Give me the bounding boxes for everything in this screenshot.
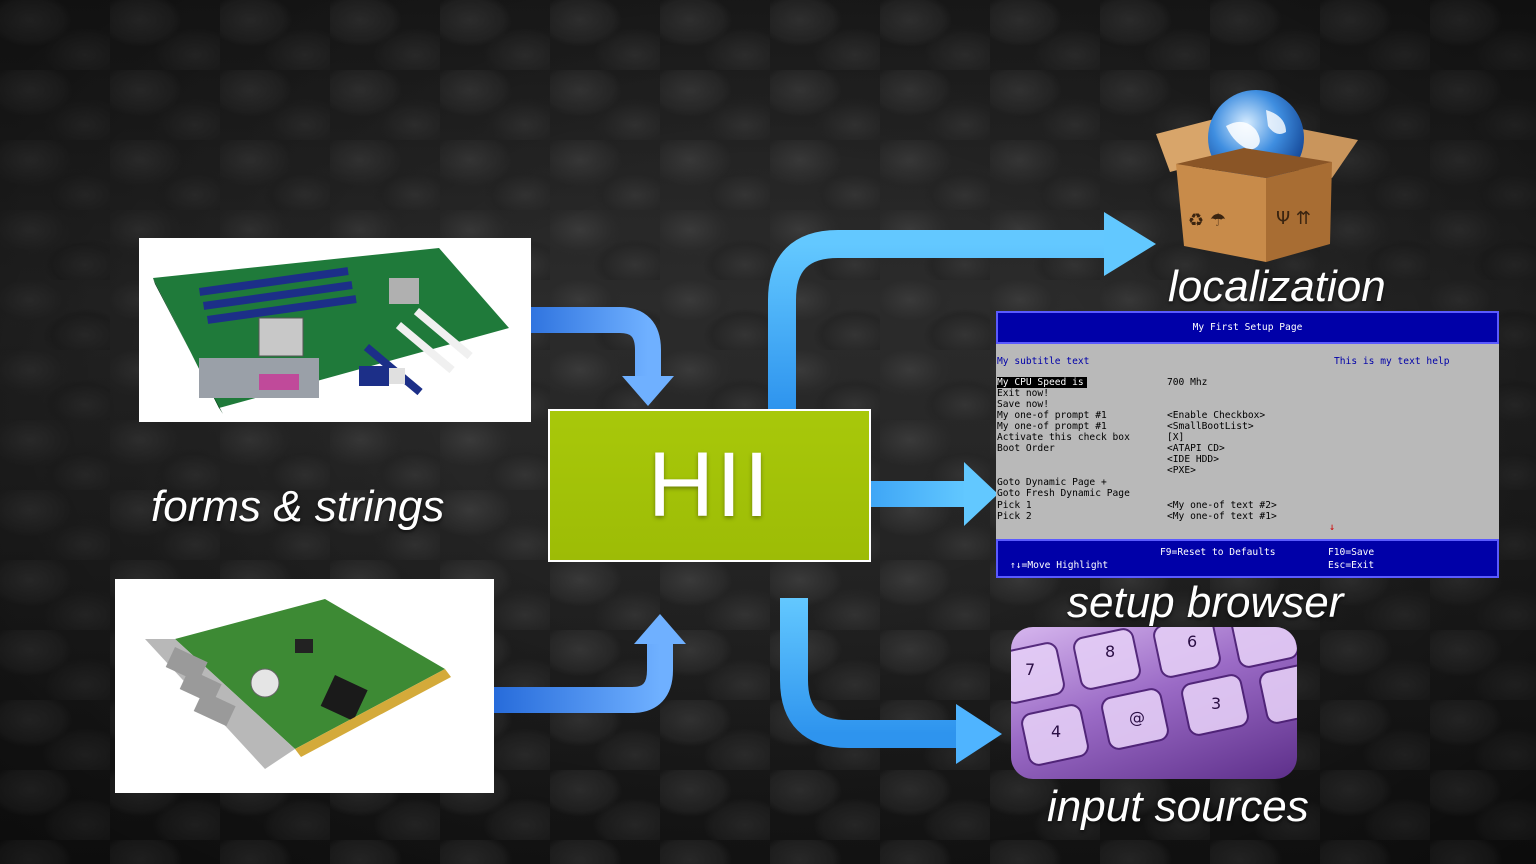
- setup-row-key: Exit now!: [997, 388, 1049, 399]
- svg-text:♻ ☂: ♻ ☂: [1188, 210, 1226, 231]
- setup-row-value: <My one-of text #1>: [1167, 511, 1277, 522]
- svg-text:4: 4: [1051, 722, 1061, 741]
- arrow-hii-to-input: [780, 598, 1002, 764]
- svg-text:8: 8: [1105, 642, 1115, 661]
- setup-row[interactable]: <IDE HDD>: [997, 454, 1219, 465]
- scroll-down-indicator: ↓: [1329, 522, 1336, 533]
- arrow-hii-to-localization: [768, 212, 1156, 409]
- arrow-hii-to-setup: [871, 462, 998, 526]
- setup-row-value: [X]: [1167, 432, 1185, 443]
- setup-row-key: Activate this check box: [997, 432, 1130, 443]
- svg-text:6: 6: [1187, 632, 1197, 651]
- arrow-motherboard-to-hii: [498, 307, 674, 406]
- setup-row[interactable]: My one-of prompt #1 <Enable Checkbox>: [997, 410, 1265, 421]
- localization-label: localization: [1168, 262, 1386, 311]
- setup-row-key: Save now!: [997, 399, 1049, 410]
- setup-help-text: This is my text help: [1334, 356, 1450, 367]
- setup-row[interactable]: Boot Order <ATAPI CD>: [997, 443, 1225, 454]
- setup-row[interactable]: Pick 2 <My one-of text #1>: [997, 511, 1277, 522]
- setup-row-key: My CPU Speed is: [997, 377, 1087, 388]
- setup-row[interactable]: Goto Fresh Dynamic Page: [997, 488, 1166, 499]
- svg-text:@: @: [1129, 708, 1145, 727]
- setup-row[interactable]: Goto Dynamic Page +: [997, 477, 1166, 488]
- setup-browser-label: setup browser: [1067, 578, 1344, 627]
- setup-row-key: Pick 2: [997, 511, 1032, 522]
- setup-subtitle: My subtitle text: [997, 356, 1090, 367]
- keyboard-image: 7 8 6 4 @3: [1011, 627, 1297, 779]
- setup-row[interactable]: Exit now!: [997, 388, 1166, 399]
- hii-box: HII: [548, 409, 871, 562]
- footer-move-hint: ↑↓=Move Highlight: [1010, 560, 1109, 571]
- svg-text:7: 7: [1025, 660, 1035, 679]
- setup-row-value: <My one-of text #2>: [1167, 500, 1277, 511]
- setup-footer: ↑↓=Move Highlight F9=Reset to Defaults F…: [996, 539, 1499, 578]
- setup-row-value: <Enable Checkbox>: [1167, 410, 1266, 421]
- setup-row[interactable]: Activate this check box [X]: [997, 432, 1184, 443]
- footer-reset-hint: F9=Reset to Defaults: [1160, 547, 1276, 558]
- setup-row-key: My one-of prompt #1: [997, 410, 1107, 421]
- motherboard-image: [139, 238, 531, 422]
- setup-row[interactable]: Pick 1 <My one-of text #2>: [997, 500, 1277, 511]
- setup-row-key: Goto Fresh Dynamic Page: [997, 488, 1130, 499]
- setup-row[interactable]: My CPU Speed is 700 Mhz: [997, 377, 1207, 388]
- pcie-card-image: [115, 579, 494, 793]
- setup-row-value: <PXE>: [1167, 465, 1196, 476]
- setup-row[interactable]: My one-of prompt #1 <SmallBootList>: [997, 421, 1254, 432]
- hii-label: HII: [647, 434, 772, 536]
- setup-row-value: 700 Mhz: [1167, 377, 1208, 388]
- setup-row[interactable]: <PXE>: [997, 465, 1196, 476]
- setup-title: My First Setup Page: [1192, 322, 1303, 333]
- arrow-pcie-to-hii: [474, 614, 686, 713]
- setup-row-value: <SmallBootList>: [1167, 421, 1254, 432]
- footer-exit-hint: Esc=Exit: [1328, 560, 1375, 571]
- footer-save-hint: F10=Save: [1328, 547, 1375, 558]
- setup-row-key: Goto Dynamic Page +: [997, 477, 1107, 488]
- setup-row-value: <IDE HDD>: [1167, 454, 1219, 465]
- setup-row-key: Pick 1: [997, 500, 1032, 511]
- forms-strings-label: forms & strings: [151, 482, 445, 531]
- setup-row[interactable]: Save now!: [997, 399, 1166, 410]
- svg-text:Ψ ⇈: Ψ ⇈: [1276, 208, 1311, 229]
- globe-box-icon: ♻ ☂ Ψ ⇈: [1126, 86, 1370, 266]
- svg-text:3: 3: [1211, 694, 1221, 713]
- setup-row-key: My one-of prompt #1: [997, 421, 1107, 432]
- input-sources-label: input sources: [1047, 782, 1309, 831]
- setup-row-value: <ATAPI CD>: [1167, 443, 1225, 454]
- setup-browser-screen: My First Setup Page My subtitle text Thi…: [996, 311, 1499, 578]
- setup-row-key: Boot Order: [997, 443, 1055, 454]
- setup-title-bar: My First Setup Page: [996, 311, 1499, 344]
